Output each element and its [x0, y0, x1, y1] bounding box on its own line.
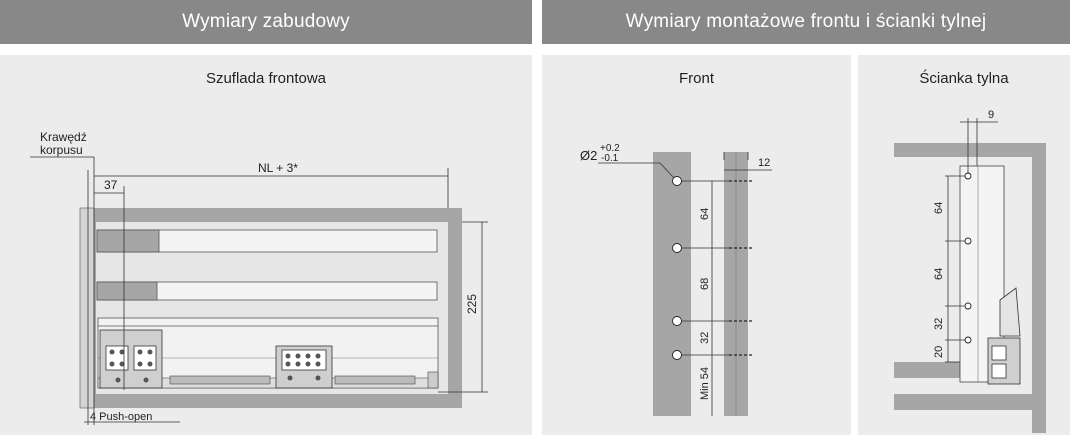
- dim-diameter: Ø2: [580, 148, 597, 163]
- drawer-dimension-lines: [30, 156, 488, 425]
- dim-9: 9: [988, 109, 994, 121]
- front-connector-left: [99, 329, 163, 389]
- dim-20: 20: [933, 346, 945, 358]
- back-bracket: [987, 287, 1021, 385]
- dim-12: 12: [758, 157, 770, 169]
- dim-32: 32: [699, 332, 711, 344]
- rear-connector: [275, 345, 333, 389]
- dim-37: 37: [104, 178, 118, 192]
- label-cabinet-edge-2: korpusu: [40, 143, 83, 157]
- dim-64: 64: [699, 208, 711, 220]
- push-open-mechanism: [169, 371, 439, 389]
- front-panel: [542, 55, 851, 435]
- label-cabinet-edge-1: Krawędź: [40, 130, 87, 144]
- dim-64-lower: 64: [933, 268, 945, 280]
- front-hole-marks: [729, 180, 752, 356]
- dim-diameter-plus: +0.2: [600, 143, 620, 154]
- dim-32-back: 32: [933, 318, 945, 330]
- front-dimension-lines: [598, 152, 772, 416]
- front-panel-part: [653, 152, 748, 416]
- dim-64-upper: 64: [933, 202, 945, 214]
- header-mounting-title: Wymiary montażowe frontu i ścianki tylne…: [625, 11, 987, 32]
- front-panel-title: Front: [678, 70, 714, 87]
- drawer-panel-title: Szuflada frontowa: [205, 70, 327, 87]
- dim-diameter-minus: -0.1: [601, 153, 619, 164]
- header-installation-title: Wymiary zabudowy: [182, 11, 350, 32]
- dim-nl-plus-3: NL + 3*: [258, 161, 298, 175]
- back-cabinet: [894, 143, 1046, 433]
- back-panel-title: Ścianka tylna: [919, 70, 1009, 87]
- dim-68: 68: [699, 278, 711, 290]
- dim-min-54: Min 54: [699, 367, 711, 400]
- header-mounting-dimensions: Wymiary montażowe frontu i ścianki tylne…: [542, 0, 1070, 44]
- dim-225: 225: [465, 294, 479, 314]
- back-holes: [964, 172, 972, 344]
- back-dimension-lines: [945, 118, 998, 363]
- dim-push-open: 4 Push-open: [90, 411, 152, 423]
- header-installation-dimensions: Wymiary zabudowy: [0, 0, 532, 44]
